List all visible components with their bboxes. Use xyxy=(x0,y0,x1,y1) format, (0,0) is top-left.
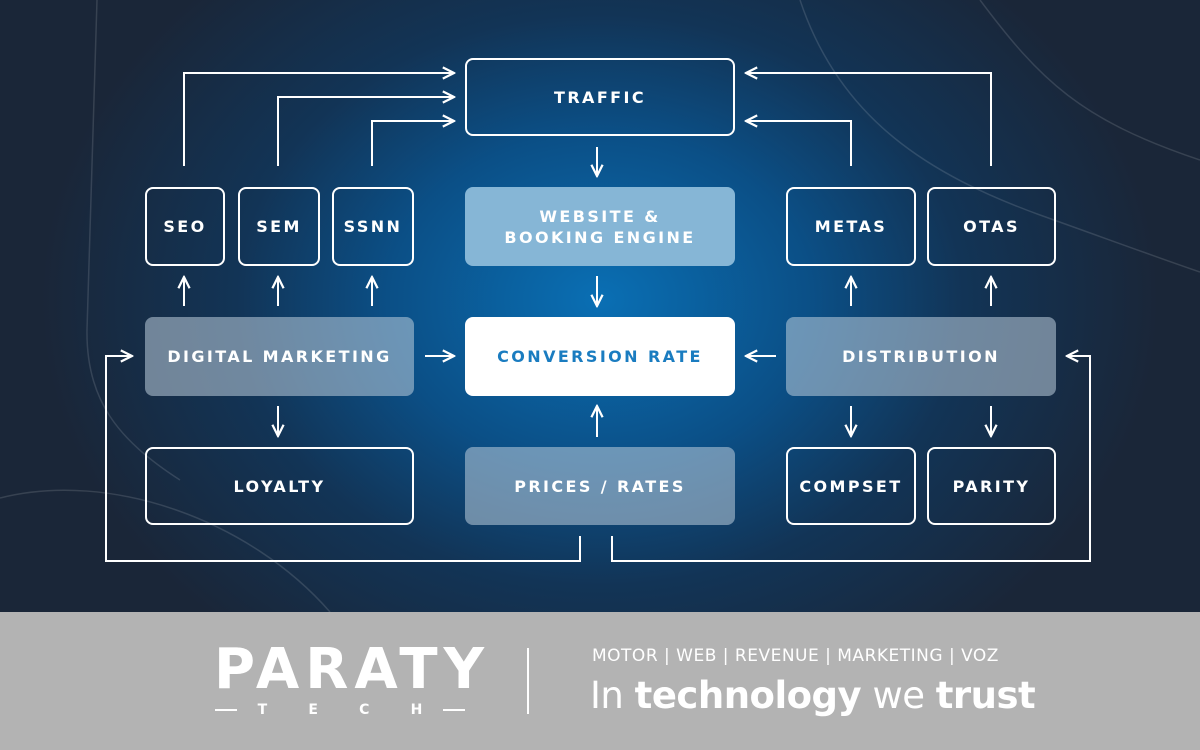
tagline-word-bold: trust xyxy=(935,674,1036,717)
footer-bar: PARATY T E C H MOTOR | WEB | REVENUE | M… xyxy=(0,612,1200,750)
diagram-canvas: TRAFFIC SEO SEM SSNN WEBSITE & BOOKING E… xyxy=(0,0,1200,612)
node-prices-rates: PRICES / RATES xyxy=(465,447,735,525)
arrow-prices-to-dm xyxy=(105,356,581,562)
arrow-sem-to-traffic xyxy=(277,97,454,166)
arrow-ssnn-to-traffic xyxy=(371,121,454,166)
node-loyalty: LOYALTY xyxy=(145,447,414,525)
node-seo: SEO xyxy=(145,187,225,266)
logo-line-left xyxy=(215,709,237,711)
logo-line-right xyxy=(443,709,465,711)
tagline-word-bold: technology xyxy=(634,674,862,717)
logo-letter: C xyxy=(359,702,370,718)
logo-subtitle: T E C H xyxy=(215,702,465,718)
logo-letter: H xyxy=(410,702,423,718)
node-digital-marketing: DIGITAL MARKETING xyxy=(145,317,414,396)
footer-divider xyxy=(527,648,529,714)
tagline-word: we xyxy=(872,674,925,717)
node-sem: SEM xyxy=(238,187,320,266)
services-list: MOTOR | WEB | REVENUE | MARKETING | VOZ xyxy=(592,646,999,666)
node-conversion-rate: CONVERSION RATE xyxy=(465,317,735,396)
node-compset: COMPSET xyxy=(786,447,916,525)
node-traffic: TRAFFIC xyxy=(465,58,735,136)
logo-letter: T xyxy=(257,702,268,718)
connector-arrows xyxy=(105,0,1091,562)
tagline-word: In xyxy=(590,674,624,717)
paraty-logo: PARATY xyxy=(214,637,491,702)
node-website-booking-engine: WEBSITE & BOOKING ENGINE xyxy=(465,187,735,266)
arrow-metas-to-traffic xyxy=(746,121,852,166)
arrow-seo-to-traffic xyxy=(183,73,454,166)
logo-letter: E xyxy=(308,702,318,718)
arrow-prices-to-distribution xyxy=(611,356,1091,562)
node-ssnn: SSNN xyxy=(332,187,414,266)
tagline: In technology we trust xyxy=(590,674,1036,717)
node-distribution: DISTRIBUTION xyxy=(786,317,1056,396)
node-metas: METAS xyxy=(786,187,916,266)
node-otas: OTAS xyxy=(927,187,1056,266)
node-parity: PARITY xyxy=(927,447,1056,525)
arrow-otas-to-traffic xyxy=(746,73,992,166)
